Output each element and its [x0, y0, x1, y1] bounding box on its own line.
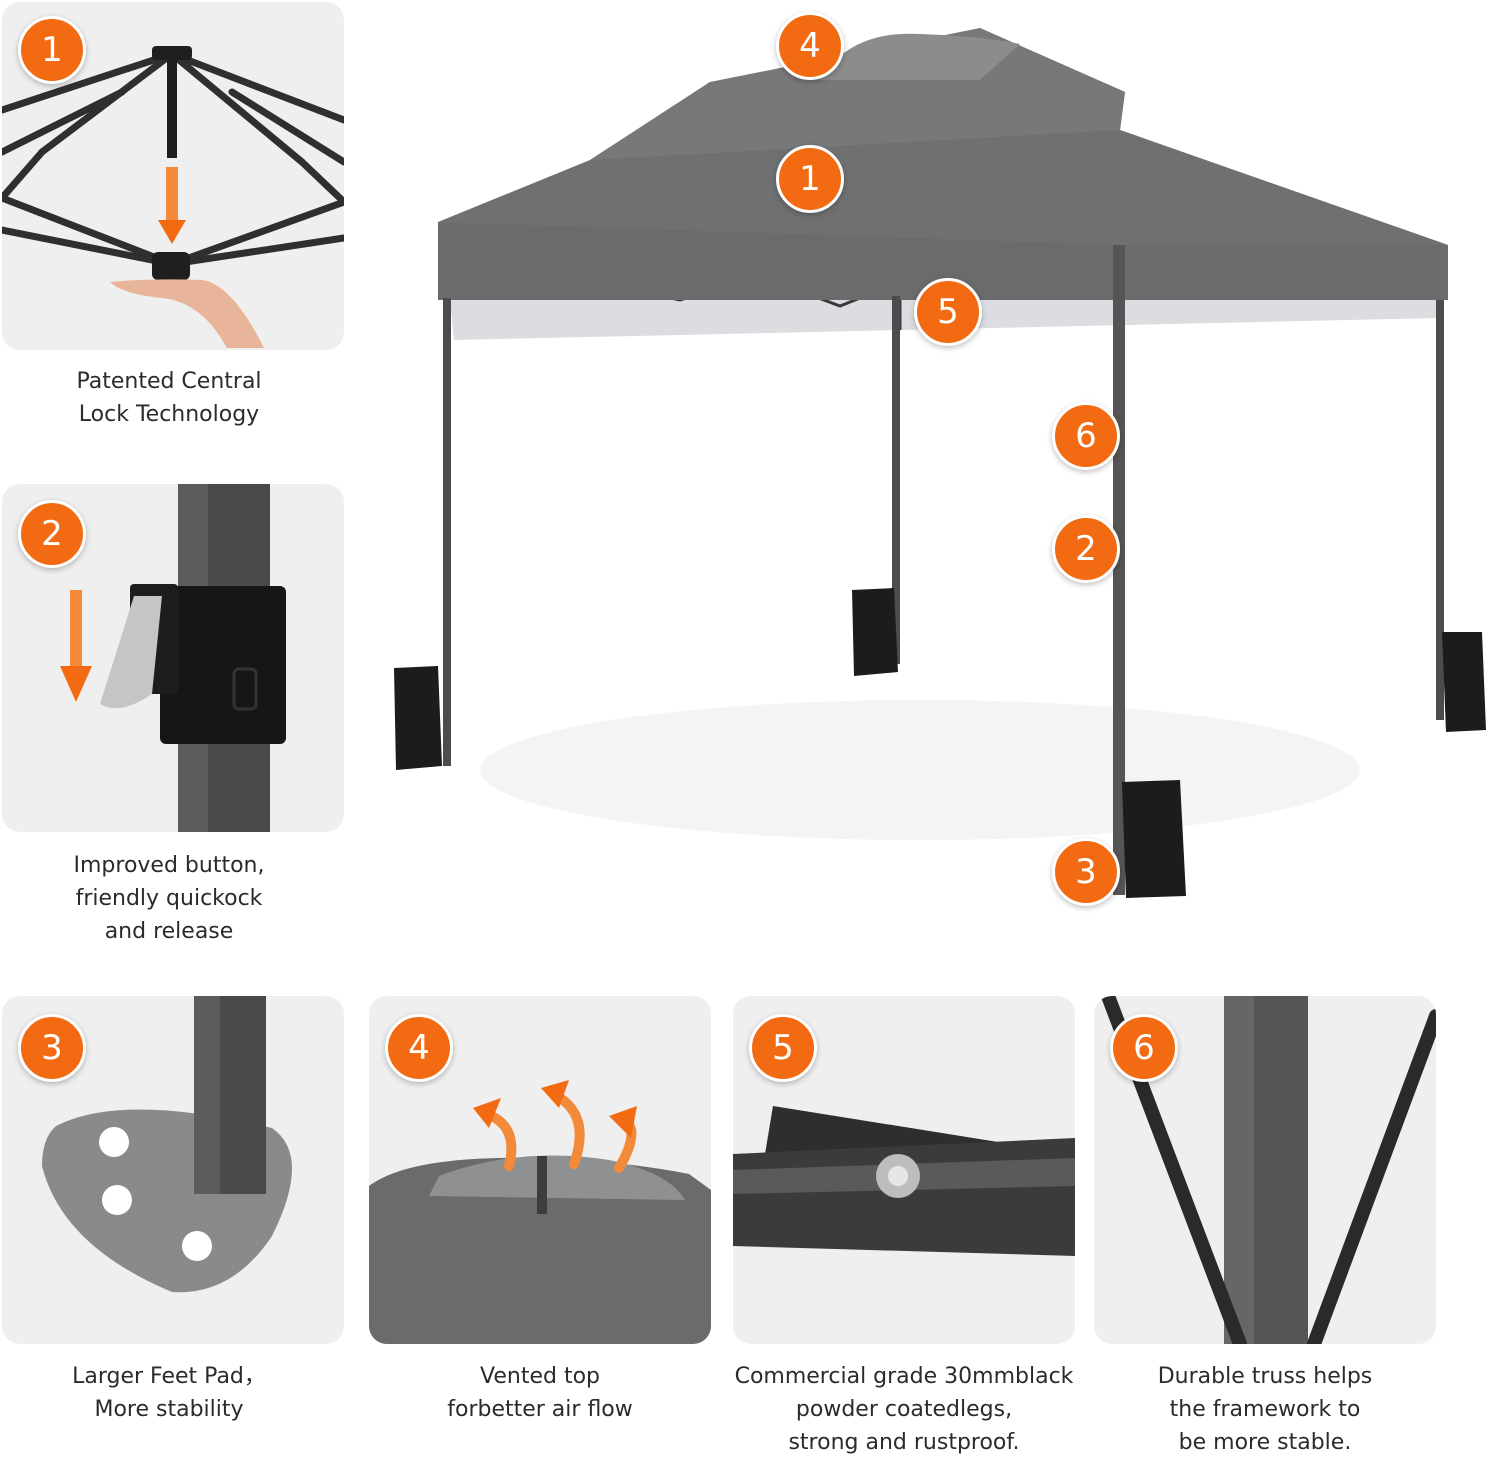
feature-caption: Vented top forbetter air flow [369, 1360, 711, 1426]
caption-line: powder coatedlegs, [795, 1397, 1013, 1422]
canopy-tent-drawing [394, 28, 1486, 898]
button-lock-illustration [100, 484, 286, 832]
caption-line: Larger Feet Pad， [72, 1364, 266, 1389]
feet-pad-illustration [42, 996, 292, 1293]
caption-line: forbetter air flow [447, 1397, 633, 1422]
caption-line: Durable truss helps [1157, 1364, 1373, 1389]
airflow-arrow-icon [473, 1080, 637, 1173]
leg-joint-illustration [733, 1106, 1075, 1256]
caption-line: Lock Technology [78, 402, 260, 427]
feature-caption: Larger Feet Pad， More stability [2, 1360, 336, 1426]
feature-badge: 1 [18, 16, 86, 84]
feature-badge: 2 [18, 500, 86, 568]
canopy-tent-illustration: 4 1 5 6 2 3 [380, 0, 1500, 930]
caption-line: strong and rustproof. [788, 1430, 1020, 1455]
feature-caption: Improved button, friendly quickock and r… [2, 849, 336, 948]
caption-line: Commercial grade 30mmblack [734, 1364, 1074, 1389]
feature-caption: Durable truss helps the framework to be … [1094, 1360, 1436, 1459]
vent-illustration [369, 1155, 711, 1344]
canopy-badge-central-lock: 1 [776, 145, 844, 213]
caption-line: Improved button, [73, 853, 265, 878]
feature-panel-button [2, 484, 344, 832]
feature-caption: Patented Central Lock Technology [2, 365, 336, 431]
feature-caption: Commercial grade 30mmblack powder coated… [733, 1360, 1075, 1459]
feature-badge: 3 [18, 1014, 86, 1082]
feature-panel-central-lock [2, 2, 344, 350]
canopy-badge-button: 2 [1052, 515, 1120, 583]
caption-line: be more stable. [1178, 1430, 1352, 1455]
canopy-badge-vent: 4 [776, 12, 844, 80]
canopy-badge-feet: 3 [1052, 838, 1120, 906]
down-arrow-icon [158, 167, 186, 244]
caption-line: Patented Central [76, 369, 262, 394]
caption-line: and release [104, 919, 234, 944]
caption-line: More stability [94, 1397, 244, 1422]
canopy-badge-truss: 6 [1052, 402, 1120, 470]
canopy-badge-legs: 5 [914, 278, 982, 346]
caption-line: friendly quickock [75, 886, 263, 911]
feature-badge: 6 [1110, 1014, 1178, 1082]
central-lock-illustration [2, 46, 344, 348]
feature-badge: 4 [385, 1014, 453, 1082]
feature-badge: 5 [749, 1014, 817, 1082]
caption-line: the framework to [1169, 1397, 1361, 1422]
down-arrow-icon [60, 590, 92, 702]
caption-line: Vented top [480, 1364, 600, 1389]
